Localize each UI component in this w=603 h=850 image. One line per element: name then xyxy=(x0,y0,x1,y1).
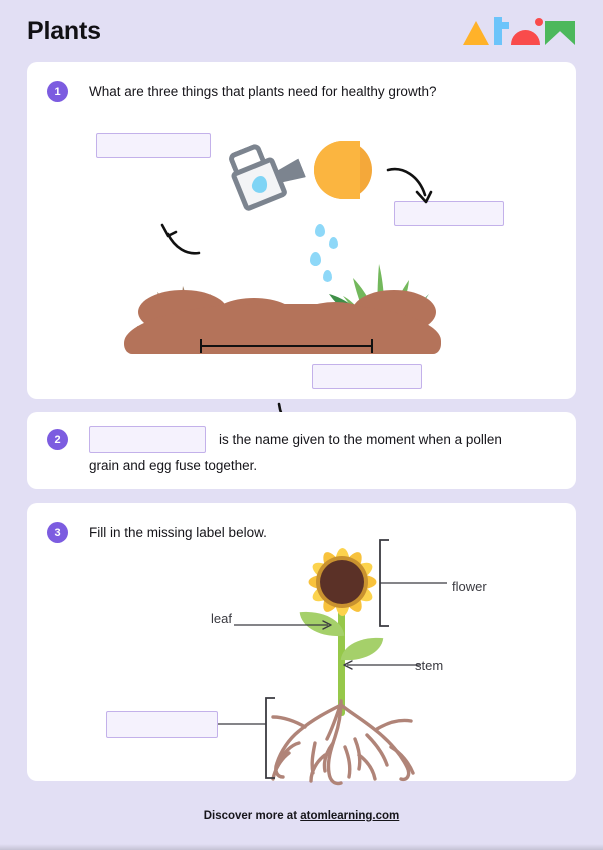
watering-can-icon xyxy=(215,133,314,227)
question-number-badge-1: 1 xyxy=(47,81,68,102)
atom-learning-logo xyxy=(463,17,575,45)
answer-box-roots[interactable] xyxy=(106,711,218,738)
sunflower-roots xyxy=(271,699,415,786)
leader-line-leaf xyxy=(234,620,332,630)
question-2-text-line2: grain and egg fuse together. xyxy=(89,458,258,473)
question-card-2: 2 is the name given to the moment when a… xyxy=(27,412,576,489)
sunflower-stem xyxy=(338,611,345,716)
logo-triangle-icon xyxy=(463,21,489,45)
question-card-3: 3 Fill in the missing label below. xyxy=(27,503,576,786)
logo-dome-icon xyxy=(511,17,543,45)
footer: Discover more at atomlearning.com xyxy=(0,806,603,824)
logo-t-icon xyxy=(491,17,509,45)
question-number-badge-2: 2 xyxy=(47,429,68,450)
logo-m-icon xyxy=(545,21,575,45)
answer-box-light[interactable] xyxy=(394,201,504,226)
arrow-to-water-box-icon xyxy=(160,223,201,255)
question-1-header: 1 What are three things that plants need… xyxy=(27,62,576,104)
answer-box-water[interactable] xyxy=(96,133,211,158)
page-header: Plants xyxy=(0,0,603,62)
question-3-header: 3 Fill in the missing label below. xyxy=(27,503,576,545)
label-flower: flower xyxy=(452,579,487,594)
leader-line-stem xyxy=(343,660,421,670)
question-number-badge-3: 3 xyxy=(47,522,68,543)
page-title: Plants xyxy=(27,16,101,45)
answer-box-fertilisation[interactable] xyxy=(89,426,206,453)
answer-box-soil[interactable] xyxy=(312,364,422,389)
soil-measure-bracket xyxy=(200,339,373,353)
question-3-prompt: Fill in the missing label below. xyxy=(89,525,267,540)
water-droplet-icon xyxy=(323,270,332,282)
water-droplet-icon xyxy=(310,252,321,266)
bracket-roots xyxy=(218,697,275,779)
plants-growth-illustration xyxy=(27,62,576,445)
question-2-row: 2 is the name given to the moment when a… xyxy=(27,412,576,453)
footer-link[interactable]: atomlearning.com xyxy=(300,810,400,822)
question-2-text: is the name given to the moment when a p… xyxy=(219,432,502,447)
bracket-flower xyxy=(379,539,447,627)
footer-text: Discover more at xyxy=(203,810,301,822)
label-stem: stem xyxy=(415,658,444,673)
sunflower-diagram: flower leaf stem xyxy=(27,503,576,786)
question-1-prompt: What are three things that plants need f… xyxy=(89,84,437,99)
label-leaf: leaf xyxy=(211,611,232,626)
question-card-1: 1 What are three things that plants need… xyxy=(27,62,576,445)
arrow-to-light-box-icon xyxy=(386,167,433,204)
water-droplet-icon xyxy=(329,237,338,249)
page-bottom-shadow xyxy=(0,844,603,850)
water-droplet-icon xyxy=(315,224,325,237)
sun-icon xyxy=(314,141,372,199)
sunflower-head xyxy=(303,543,381,621)
